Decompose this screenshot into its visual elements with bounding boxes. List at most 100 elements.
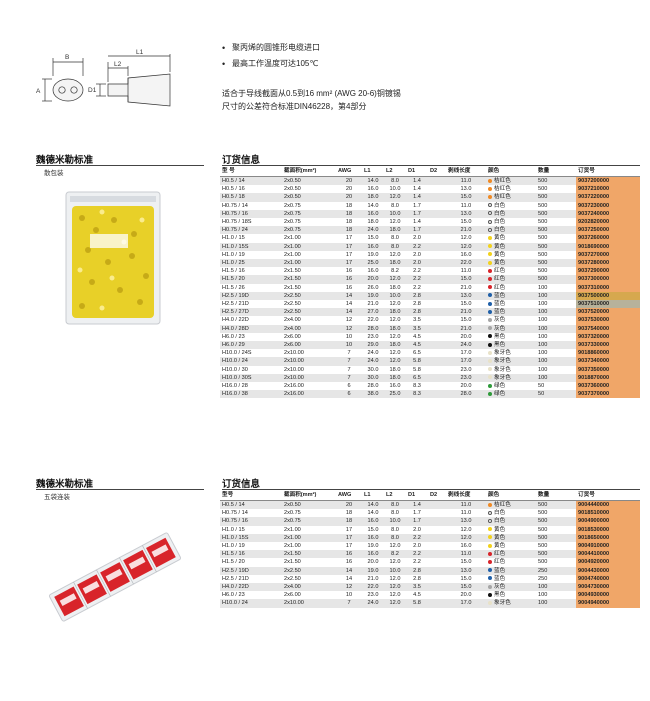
color-name: 黄色 [494, 251, 506, 258]
cell-col-cross-section: 2x0.75 [282, 209, 336, 219]
cell-col-l1: 29.0 [362, 341, 384, 350]
color-name: 桔红色 [494, 502, 511, 508]
cell-col-l2: 12.0 [384, 583, 406, 592]
cell-col-color: 黄色 [486, 242, 536, 251]
header-col-awg: AWG [336, 491, 362, 501]
cell-col-awg: 7 [336, 349, 362, 358]
cell-col-order-no: 9037520000 [576, 308, 640, 317]
cell-col-l2: 8.0 [384, 234, 406, 243]
cell-col-color: 蓝色 [486, 574, 536, 584]
cell-col-quantity: 500 [536, 209, 576, 219]
color-name: 白色 [494, 227, 506, 234]
color-swatch-icon [488, 375, 492, 380]
cell-col-l2: 8.0 [384, 242, 406, 251]
cell-col-strip-length: 11.0 [446, 500, 486, 510]
color-swatch-icon [488, 502, 492, 507]
cell-col-quantity: 100 [536, 283, 576, 292]
cell-col-d2 [428, 324, 446, 333]
cell-col-d1: 2.0 [406, 542, 428, 551]
cell-col-l2: 8.0 [384, 176, 406, 186]
color-swatch-icon [488, 293, 492, 298]
cell-col-l2: 18.0 [384, 283, 406, 292]
cell-col-d2 [428, 341, 446, 350]
cell-col-cross-section: 2x6.00 [282, 341, 336, 350]
color-swatch-icon [488, 276, 492, 281]
cell-col-awg: 17 [336, 234, 362, 243]
cell-col-cross-section: 2x16.00 [282, 390, 336, 399]
section1-order-divider [222, 165, 640, 166]
cell-col-l2: 18.0 [384, 373, 406, 383]
cell-col-order-no: 9018510000 [576, 509, 640, 518]
cell-col-quantity: 100 [536, 583, 576, 592]
cell-col-strip-length: 24.0 [446, 341, 486, 350]
cell-col-d2 [428, 218, 446, 227]
cell-col-quantity: 100 [536, 599, 576, 608]
color-name: 象牙色 [494, 358, 511, 365]
cell-col-l1: 16.0 [362, 550, 384, 559]
cell-col-d1: 2.0 [406, 250, 428, 260]
cell-col-strip-length: 16.0 [446, 250, 486, 260]
cell-col-l2: 12.0 [384, 316, 406, 325]
cell-col-l1: 14.0 [362, 509, 384, 518]
cell-col-cross-section: 2x0.75 [282, 226, 336, 235]
cell-col-l1: 18.0 [362, 218, 384, 227]
cell-col-quantity: 500 [536, 517, 576, 526]
cell-col-d2 [428, 201, 446, 210]
cell-col-d1: 2.2 [406, 283, 428, 292]
cell-col-order-no: 9004910000 [576, 542, 640, 551]
cell-col-cross-section: 2x1.00 [282, 533, 336, 543]
cell-col-type: H10.0 / 24 [220, 357, 282, 366]
cell-col-l1: 24.0 [362, 357, 384, 366]
cell-col-d2 [428, 332, 446, 342]
section1-divider [36, 165, 204, 166]
cell-col-type: H2.5 / 21D [220, 300, 282, 309]
cell-col-order-no: 9202820000 [576, 218, 640, 227]
cell-col-strip-length: 11.0 [446, 176, 486, 186]
cell-col-awg: 14 [336, 566, 362, 575]
cell-col-type: H2.5 / 27D [220, 308, 282, 317]
cell-col-awg: 14 [336, 308, 362, 317]
cell-col-awg: 14 [336, 291, 362, 301]
cell-col-awg: 18 [336, 218, 362, 227]
color-name: 红色 [494, 284, 506, 291]
header-col-l1: L1 [362, 167, 384, 177]
header-col-color: 颜色 [486, 491, 536, 501]
cell-col-strip-length: 15.0 [446, 574, 486, 584]
cell-col-strip-length: 13.0 [446, 185, 486, 194]
cell-col-l1: 27.0 [362, 308, 384, 317]
cell-col-color: 蓝色 [486, 300, 536, 309]
cell-col-color: 黄色 [486, 234, 536, 243]
section1-title: 魏德米勒标准 [36, 155, 94, 166]
cell-col-order-no: 9004410000 [576, 550, 640, 559]
cell-col-order-no: 9037530000 [576, 316, 640, 325]
cell-col-d1: 6.5 [406, 373, 428, 383]
color-name: 黑色 [494, 592, 506, 599]
cell-col-l2: 12.0 [384, 574, 406, 584]
cell-col-type: H1.5 / 26 [220, 283, 282, 292]
cell-col-d2 [428, 525, 446, 534]
color-name: 灰色 [494, 317, 506, 324]
cell-col-awg: 17 [336, 242, 362, 251]
cell-col-l2: 12.0 [384, 275, 406, 284]
cell-col-d1: 1.4 [406, 185, 428, 194]
cell-col-awg: 6 [336, 390, 362, 399]
cell-col-d1: 2.2 [406, 550, 428, 559]
cell-col-color: 红色 [486, 283, 536, 292]
cell-col-quantity: 500 [536, 250, 576, 260]
cell-col-quantity: 100 [536, 349, 576, 358]
header-col-order-no: 订货号 [576, 167, 640, 177]
color-swatch-icon [488, 211, 492, 216]
cell-col-d2 [428, 357, 446, 366]
color-swatch-icon [488, 592, 492, 597]
cell-col-strip-length: 20.0 [446, 591, 486, 600]
cell-col-order-no: 9037220000 [576, 193, 640, 202]
color-swatch-icon [488, 301, 492, 306]
cell-col-color: 红色 [486, 558, 536, 567]
cell-col-color: 黄色 [486, 250, 536, 260]
